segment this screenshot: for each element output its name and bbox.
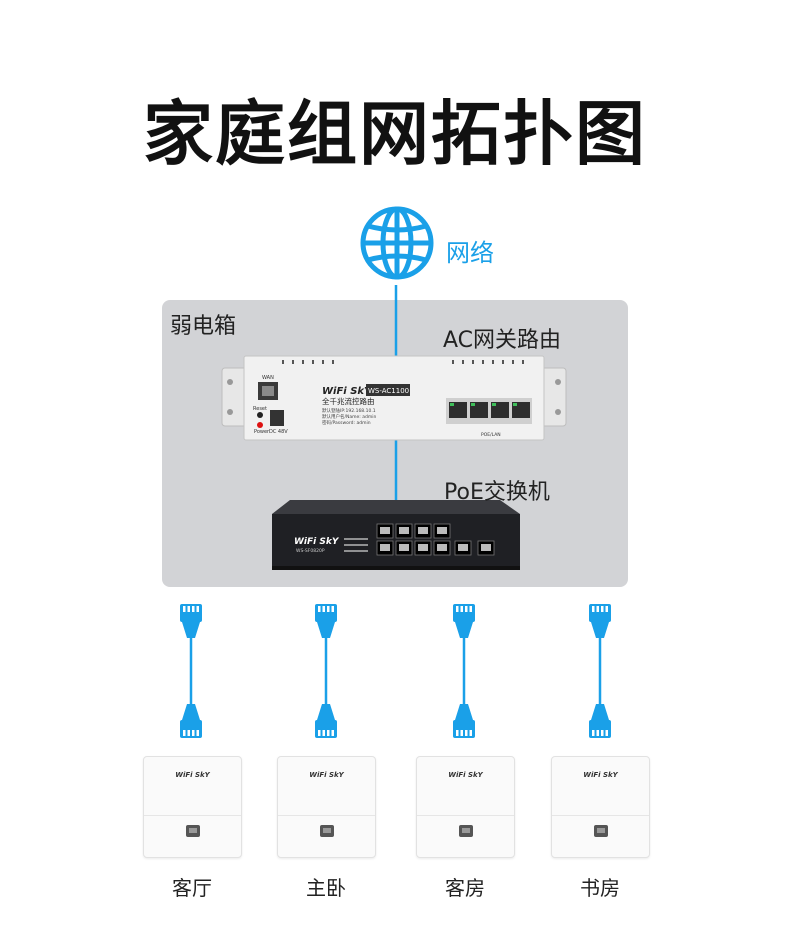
ethernet-port-icon — [186, 825, 200, 837]
cabinet-label: 弱电箱 — [170, 314, 237, 339]
rj45-plug-icon — [315, 604, 337, 638]
rj45-plug-icon — [315, 704, 337, 738]
router-brand: WiFi SkY — [322, 386, 373, 397]
ethernet-port-icon — [320, 825, 334, 837]
router-reset-label: Reset — [253, 406, 267, 412]
room-label-4: 书房 — [580, 876, 620, 900]
router-label: AC网关路由 — [443, 328, 562, 353]
globe-icon — [360, 206, 434, 280]
rj45-plug-icon — [180, 604, 202, 638]
panel-brand: WiFi SkY — [448, 771, 483, 779]
panel-ap-4: WiFi SkY — [551, 756, 650, 858]
rj45-plug-icon — [453, 604, 475, 638]
router-wan-label: WAN — [262, 375, 274, 381]
panel-brand: WiFi SkY — [583, 771, 618, 779]
panel-brand: WiFi SkY — [175, 771, 210, 779]
room-label-3: 客房 — [445, 876, 485, 900]
page-title: 家庭组网拓扑图 — [143, 93, 647, 175]
rj45-plug-icon — [453, 704, 475, 738]
router-model: WS-AC1100 — [368, 387, 409, 395]
internet-label: 网络 — [446, 239, 494, 267]
cables — [180, 604, 611, 738]
ac-router: WAN Reset Power DC 48V WiFi SkY WS-AC110… — [221, 355, 567, 441]
router-power-label: Power — [254, 429, 270, 435]
ethernet-port-icon — [594, 825, 608, 837]
panel-ap-2: WiFi SkY — [277, 756, 376, 858]
room-label-1: 客厅 — [172, 876, 212, 900]
panel-ap-3: WiFi SkY — [416, 756, 515, 858]
rj45-plug-icon — [589, 704, 611, 738]
router-info-line-1: 默认登陆IP:192.168.10.1 — [322, 407, 376, 414]
router-info-line-2: 默认用户名/Name: admin — [322, 413, 376, 420]
router-info-line-3: 密码/Password: admin — [322, 419, 371, 426]
switch-model: WS-SF0820P — [296, 548, 325, 554]
router-subtitle: 全千兆流控路由 — [322, 396, 375, 406]
ethernet-port-icon — [459, 825, 473, 837]
router-dc-label: DC 48V — [269, 429, 288, 435]
router-lan-label: POE/LAN — [481, 432, 501, 438]
rj45-plug-icon — [180, 704, 202, 738]
switch-brand: WiFi SkY — [294, 537, 340, 547]
panel-brand: WiFi SkY — [309, 771, 344, 779]
panel-ap-1: WiFi SkY — [143, 756, 242, 858]
poe-switch: WiFi SkY WS-SF0820P — [272, 500, 520, 570]
rj45-plug-icon — [589, 604, 611, 638]
room-label-2: 主卧 — [306, 876, 346, 900]
switch-label: PoE交换机 — [444, 480, 550, 505]
